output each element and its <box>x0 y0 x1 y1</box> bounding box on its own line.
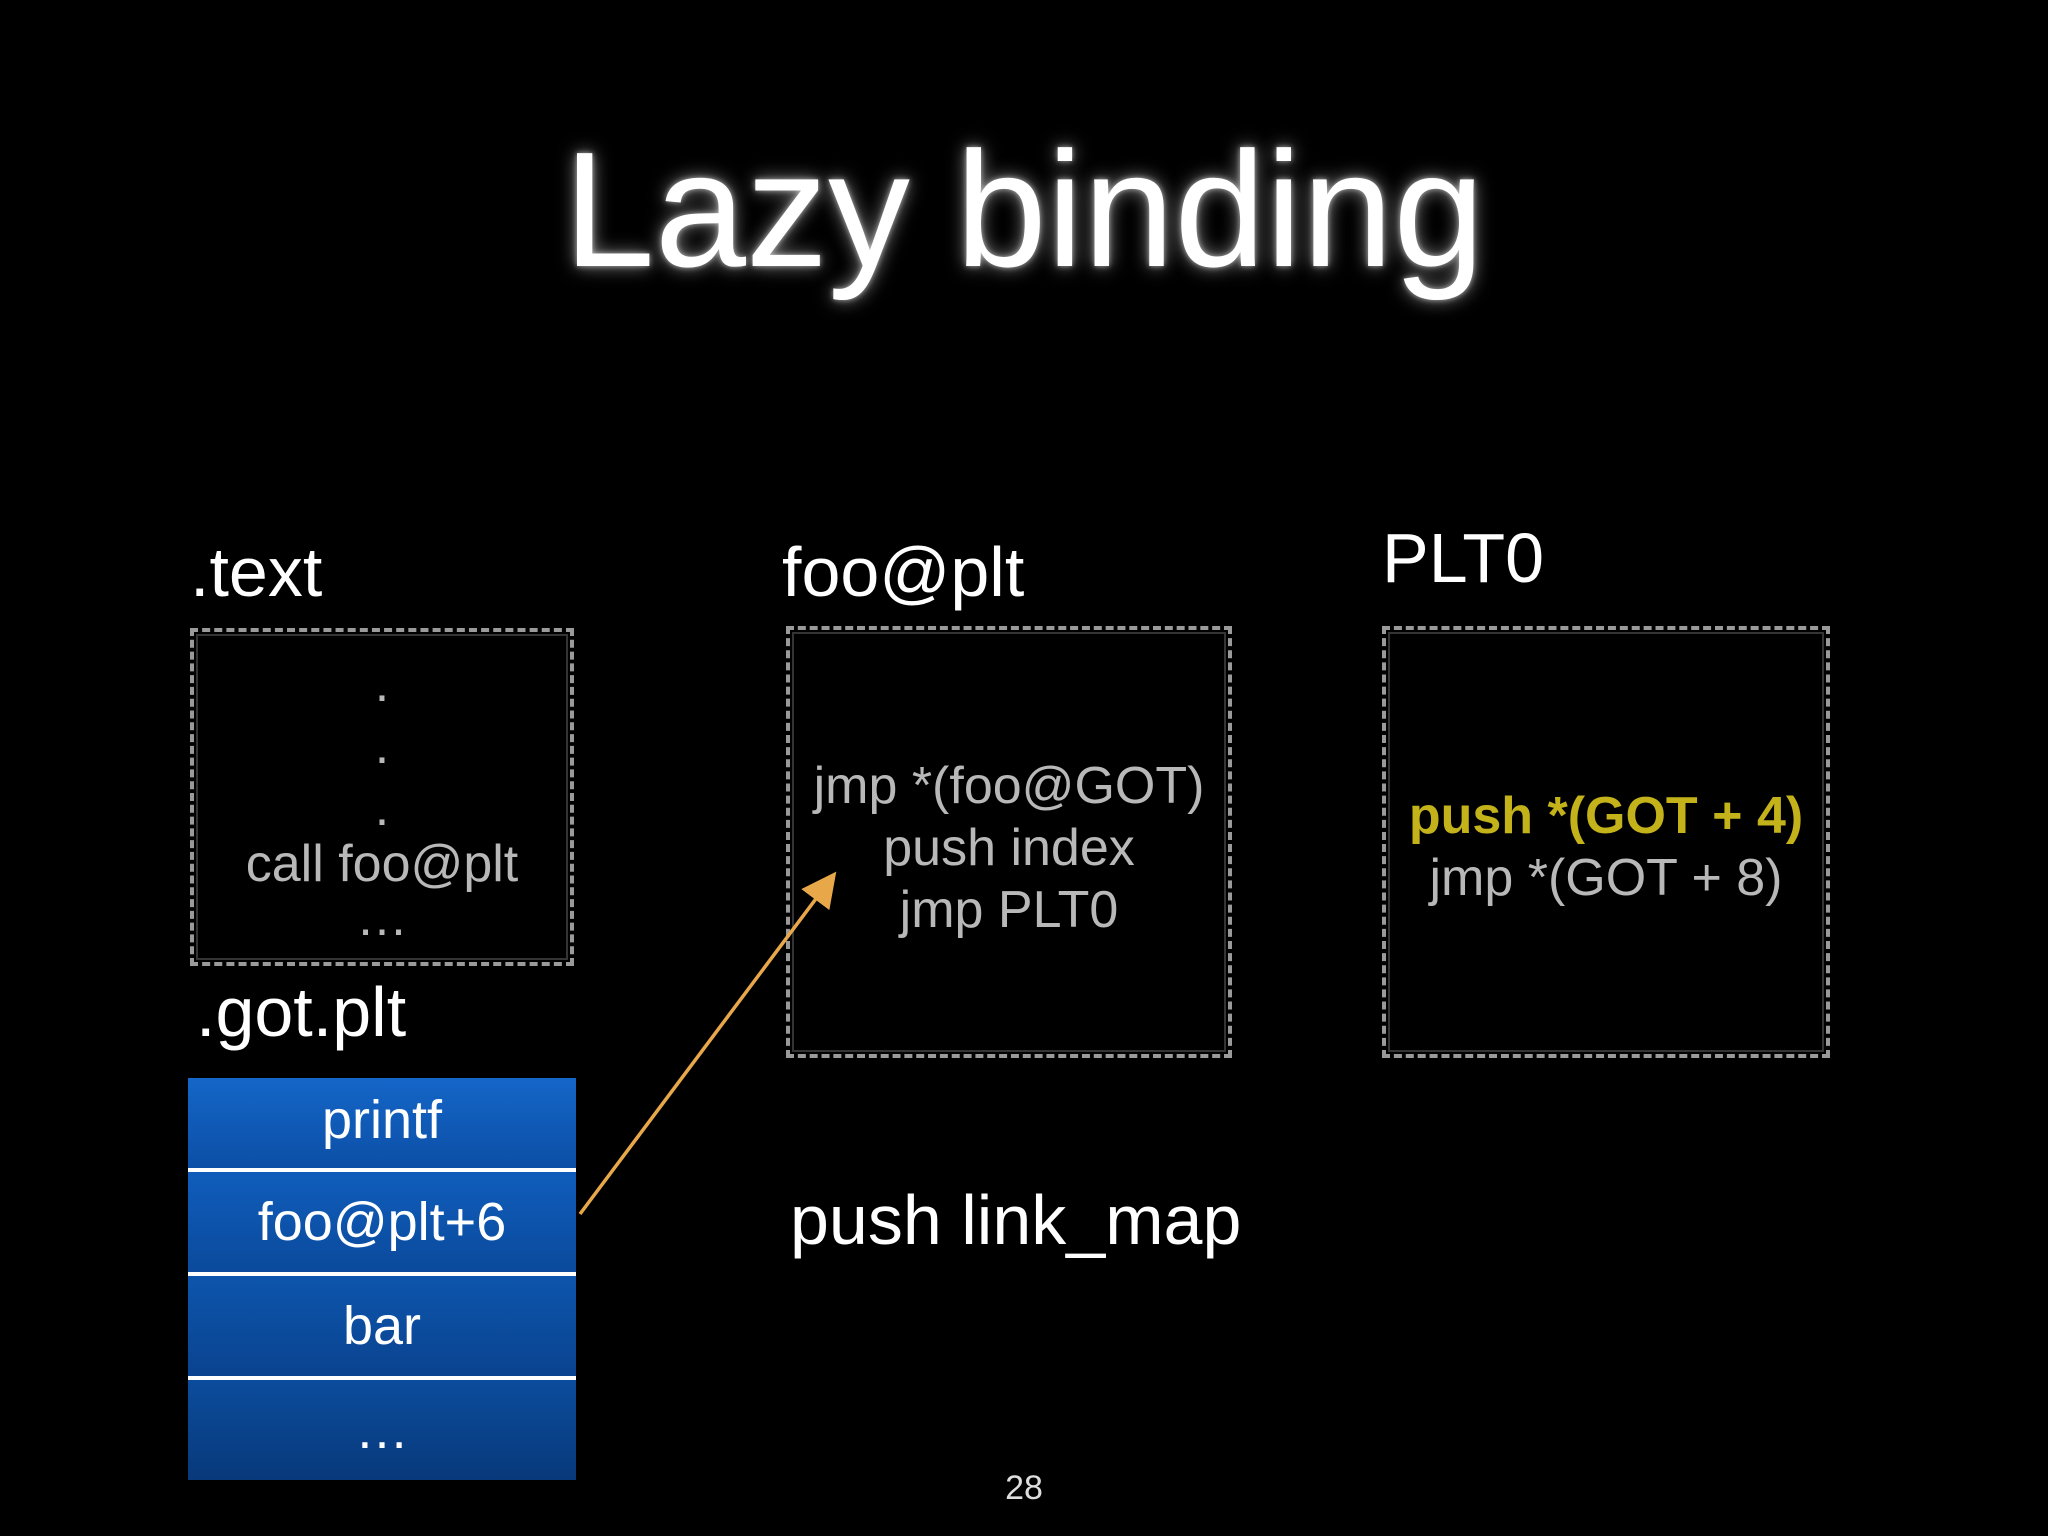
foo-plt-line: push index <box>883 819 1135 877</box>
text-section-box: . . . call foo@plt … <box>190 628 574 966</box>
plt0-label: PLT0 <box>1382 519 1545 597</box>
push-link-map-text: push link_map <box>790 1181 1242 1259</box>
got-entry-bar: bar <box>188 1276 576 1380</box>
got-plt-label: .got.plt <box>196 973 407 1051</box>
text-line: . <box>374 655 390 713</box>
got-plt-table: printf foo@plt+6 bar … <box>188 1078 576 1480</box>
text-line: . <box>374 779 390 837</box>
text-line: … <box>356 889 408 947</box>
foo-plt-line: jmp *(foo@GOT) <box>813 757 1205 815</box>
text-line: call foo@plt <box>245 835 519 893</box>
foo-plt-label: foo@plt <box>782 533 1025 611</box>
got-entry-printf: printf <box>188 1078 576 1172</box>
plt0-line-highlight: push *(GOT + 4) <box>1408 787 1804 845</box>
plt0-box: push *(GOT + 4) jmp *(GOT + 8) <box>1382 626 1830 1058</box>
text-line: . <box>374 717 390 775</box>
foo-plt-box: jmp *(foo@GOT) push index jmp PLT0 <box>786 626 1232 1058</box>
page-number: 28 <box>1005 1469 1043 1507</box>
foo-plt-line: jmp PLT0 <box>899 881 1119 939</box>
plt0-line: jmp *(GOT + 8) <box>1429 849 1783 907</box>
slide-title: Lazy binding <box>563 118 1485 301</box>
got-entry-foo: foo@plt+6 <box>188 1172 576 1276</box>
text-section-label: .text <box>190 533 323 611</box>
got-entry-more: … <box>188 1380 576 1480</box>
